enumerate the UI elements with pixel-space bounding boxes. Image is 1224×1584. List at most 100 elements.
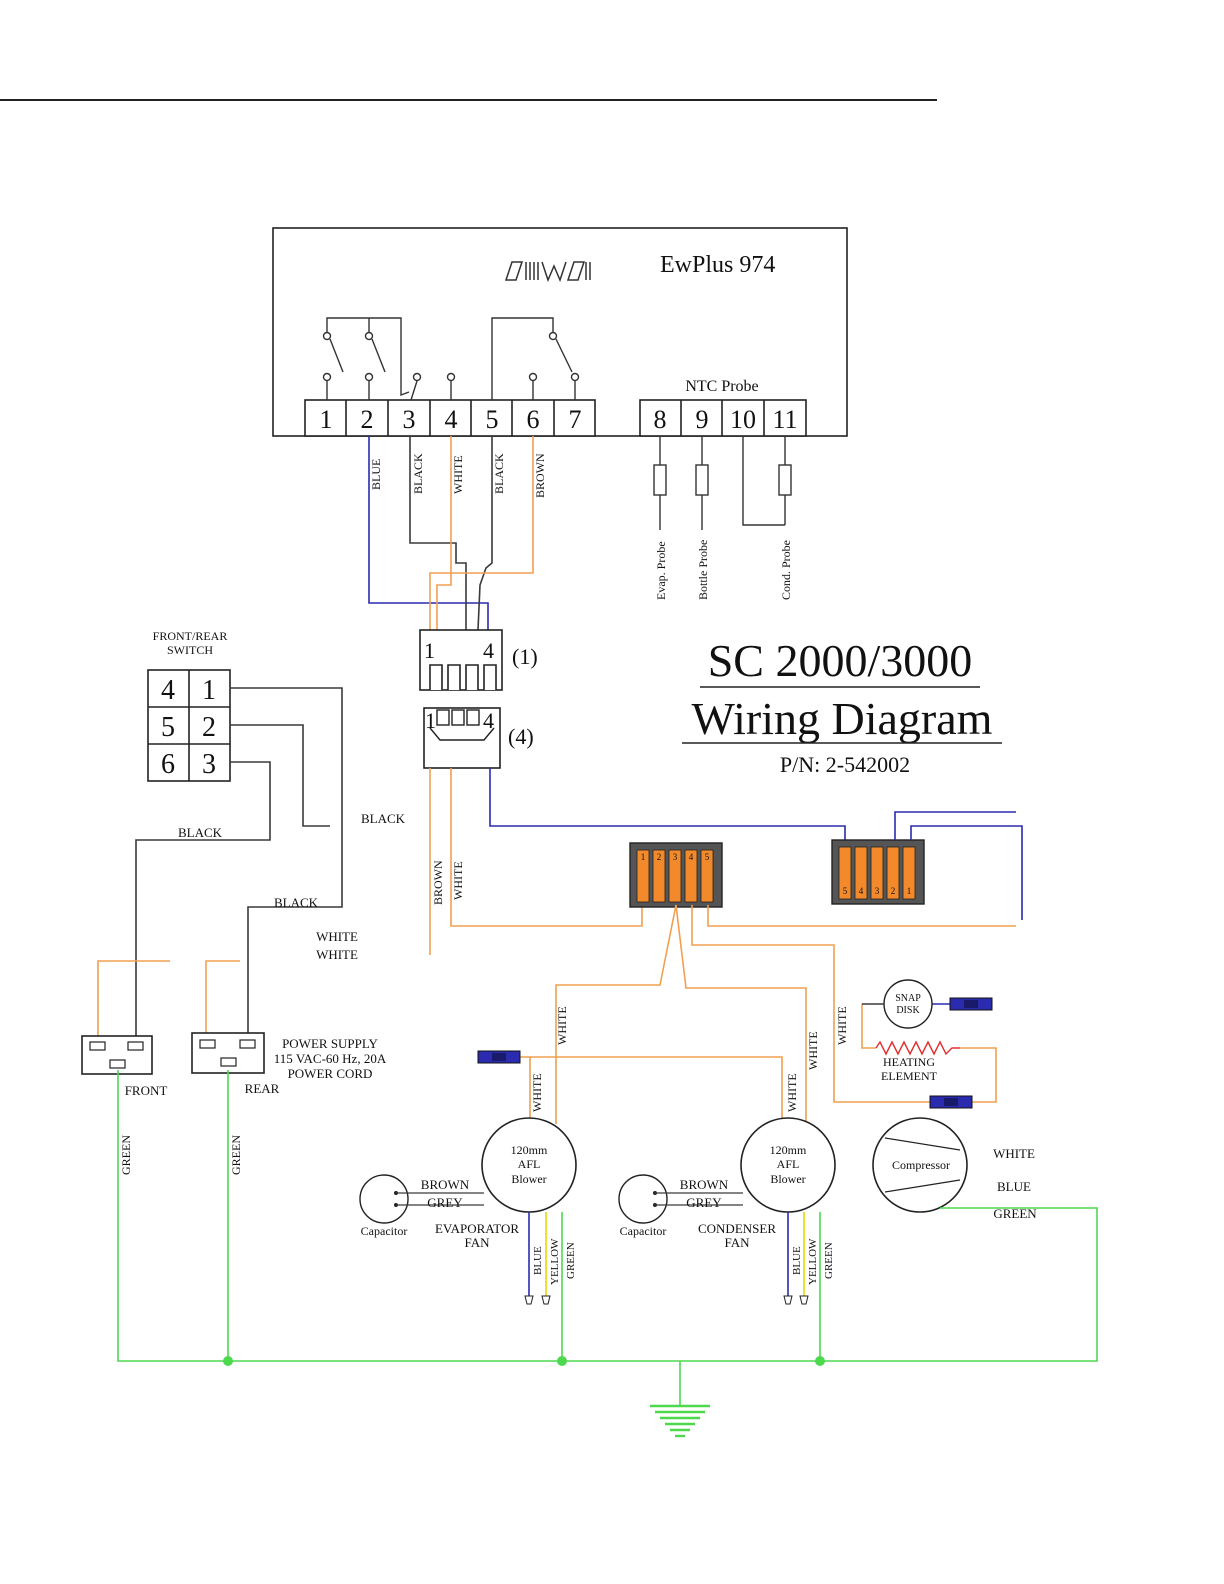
snap-disk-line-2: DISK bbox=[896, 1005, 920, 1016]
label-white-cond-2: WHITE bbox=[785, 1073, 799, 1112]
terminal-2: 2 bbox=[361, 405, 374, 434]
blue-wires-right bbox=[894, 811, 1023, 1005]
power-supply-label: POWER SUPPLY 115 VAC-60 Hz, 20A POWER CO… bbox=[274, 1036, 387, 1081]
label-white-2: WHITE bbox=[316, 947, 358, 962]
cond-name-1: CONDENSER bbox=[698, 1221, 776, 1236]
rear-label: REAR bbox=[245, 1081, 280, 1096]
label-white-evap-2: WHITE bbox=[530, 1073, 544, 1112]
power-line-3: POWER CORD bbox=[288, 1066, 373, 1081]
cond-lead-blue: BLUE bbox=[791, 1246, 803, 1275]
block-a-pin-5: 5 bbox=[705, 852, 710, 862]
block-a-pin-2: 2 bbox=[657, 852, 662, 862]
evap-probe-label: Evap. Probe bbox=[654, 541, 668, 600]
connector-4-pin-1: 1 bbox=[425, 708, 436, 733]
cond-blower-line-2: AFL bbox=[777, 1157, 800, 1171]
cond-brown-label: BROWN bbox=[680, 1177, 729, 1192]
power-line-2: 115 VAC-60 Hz, 20A bbox=[274, 1051, 387, 1066]
evap-name-1: EVAPORATOR bbox=[435, 1221, 519, 1236]
switch-cell-3: 3 bbox=[202, 749, 216, 780]
cond-capacitor-label: Capacitor bbox=[620, 1224, 667, 1238]
compressor: Compressor WHITE BLUE GREEN bbox=[872, 1117, 1037, 1221]
splice-heat bbox=[929, 1095, 973, 1109]
wire-label-black-5: BLACK bbox=[492, 453, 506, 494]
connector-4-wires bbox=[429, 768, 846, 955]
switch-wires bbox=[135, 687, 343, 1037]
block-a-pin-1: 1 bbox=[641, 852, 646, 862]
label-white-cond: WHITE bbox=[806, 1031, 820, 1070]
front-plug: FRONT bbox=[81, 1035, 168, 1098]
evap-grey-label: GREY bbox=[427, 1195, 463, 1210]
evap-blower-line-3: Blower bbox=[511, 1172, 546, 1186]
switch-cell-2: 2 bbox=[202, 712, 216, 743]
evap-name-2: FAN bbox=[464, 1235, 490, 1250]
label-black-top: BLACK bbox=[361, 811, 406, 826]
front-label: FRONT bbox=[125, 1083, 168, 1098]
label-white-vertical: WHITE bbox=[451, 861, 465, 900]
connector-4-label: (4) bbox=[508, 724, 534, 749]
wire-label-brown-6: BROWN bbox=[533, 453, 547, 498]
evap-blower-line-2: AFL bbox=[518, 1157, 541, 1171]
ground-icon bbox=[650, 1404, 710, 1438]
terminal-block-a: 1 2 3 4 5 bbox=[629, 842, 723, 908]
evap-brown-label: BROWN bbox=[421, 1177, 470, 1192]
terminal-4: 4 bbox=[445, 405, 458, 434]
terminal-1: 1 bbox=[320, 405, 333, 434]
cond-blower-line-1: 120mm bbox=[770, 1143, 807, 1157]
switch-cell-5: 5 bbox=[161, 712, 175, 743]
heating-line-2: ELEMENT bbox=[881, 1069, 938, 1083]
part-number: P/N: 2-542002 bbox=[780, 752, 910, 777]
terminal-7: 7 bbox=[569, 405, 582, 434]
ground-wires bbox=[117, 1070, 1098, 1405]
connector-4: 1 4 (4) bbox=[423, 707, 534, 769]
evap-lead-yellow: YELLOW bbox=[549, 1238, 561, 1285]
terminal-block-main bbox=[304, 399, 596, 437]
connector-1-pin-4: 4 bbox=[483, 638, 494, 663]
terminal-10: 10 bbox=[730, 405, 756, 434]
evap-lead-green: GREEN bbox=[565, 1242, 577, 1279]
terminal-block-b: 5 4 3 2 1 bbox=[831, 839, 925, 905]
switch-title-1: FRONT/REAR bbox=[153, 629, 228, 643]
controller: EwPlus 974 1 2 3 4 5 6 7 bbox=[272, 227, 848, 437]
cond-grey-label: GREY bbox=[686, 1195, 722, 1210]
block-a-pin-3: 3 bbox=[673, 852, 678, 862]
compressor-label: Compressor bbox=[892, 1158, 950, 1172]
wire-label-blue: BLUE bbox=[369, 459, 383, 490]
connector-4-pin-4: 4 bbox=[483, 708, 494, 733]
switch-cell-4: 4 bbox=[161, 675, 175, 706]
switch-cell-6: 6 bbox=[161, 749, 175, 780]
terminal-6: 6 bbox=[527, 405, 540, 434]
heating-line-1: HEATING bbox=[883, 1055, 935, 1069]
label-white-1: WHITE bbox=[316, 929, 358, 944]
cond-probe-label: Cond. Probe bbox=[779, 540, 793, 600]
switch-title-2: SWITCH bbox=[167, 643, 213, 657]
title-line-1: SC 2000/3000 bbox=[708, 635, 973, 686]
terminal-9: 9 bbox=[696, 405, 709, 434]
controller-model: EwPlus 974 bbox=[660, 252, 775, 278]
block-a-pin-4: 4 bbox=[689, 852, 694, 862]
block-a-wires bbox=[520, 904, 1016, 1124]
cond-lead-green: GREEN bbox=[823, 1242, 835, 1279]
splice-snap bbox=[949, 997, 993, 1011]
compressor-white: WHITE bbox=[993, 1146, 1035, 1161]
ntc-probe-label: NTC Probe bbox=[685, 378, 758, 395]
terminal-11: 11 bbox=[772, 405, 797, 434]
label-brown-vertical: BROWN bbox=[431, 860, 445, 905]
compressor-blue: BLUE bbox=[997, 1179, 1031, 1194]
diagram-title: SC 2000/3000 Wiring Diagram P/N: 2-54200… bbox=[682, 635, 1002, 777]
eliwell-logo bbox=[504, 261, 591, 283]
power-line-1: POWER SUPPLY bbox=[282, 1036, 378, 1051]
cond-blower-line-3: Blower bbox=[770, 1172, 805, 1186]
connector-1: 1 4 (1) bbox=[419, 629, 538, 691]
terminal-5: 5 bbox=[486, 405, 499, 434]
wire-label-black-3: BLACK bbox=[411, 453, 425, 494]
butt-splices bbox=[477, 997, 993, 1109]
block-b-pin-5: 5 bbox=[843, 886, 848, 896]
label-green-front: GREEN bbox=[119, 1135, 133, 1175]
wire-label-white-4: WHITE bbox=[451, 455, 465, 494]
condenser-fan: 120mm AFL Blower Capacitor BROWN GREY CO… bbox=[618, 1117, 836, 1361]
rear-plug: REAR bbox=[191, 1032, 280, 1096]
cond-name-2: FAN bbox=[724, 1235, 750, 1250]
power-white-wires bbox=[97, 960, 240, 1037]
connector-1-label: (1) bbox=[512, 644, 538, 669]
